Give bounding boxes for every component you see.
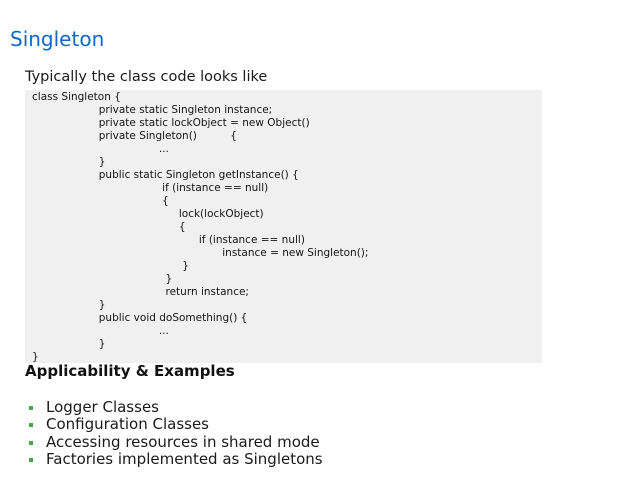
bullet-item-label: Configuration Classes xyxy=(46,415,210,434)
list-item: Accessing resources in shared mode xyxy=(27,432,323,451)
section-heading: Applicability & Examples xyxy=(25,362,235,380)
intro-text: Typically the class code looks like xyxy=(25,69,268,85)
bullet-square-icon xyxy=(29,457,33,462)
list-item: Logger Classes xyxy=(27,398,323,416)
bullet-square-icon xyxy=(29,440,33,445)
bullet-square-icon xyxy=(29,406,33,410)
slide-title: Singleton xyxy=(10,27,105,51)
list-item: Configuration Classes xyxy=(27,415,323,434)
bullet-item-label: Accessing resources in shared mode xyxy=(46,432,320,451)
code-block: class Singleton { private static Singlet… xyxy=(25,90,542,363)
code-text: class Singleton { private static Singlet… xyxy=(32,91,369,363)
list-item: Factories implemented as Singletons xyxy=(27,449,323,468)
bullet-item-label: Logger Classes xyxy=(46,398,159,416)
bullet-square-icon xyxy=(29,423,33,428)
bullet-item-label: Factories implemented as Singletons xyxy=(46,449,323,468)
